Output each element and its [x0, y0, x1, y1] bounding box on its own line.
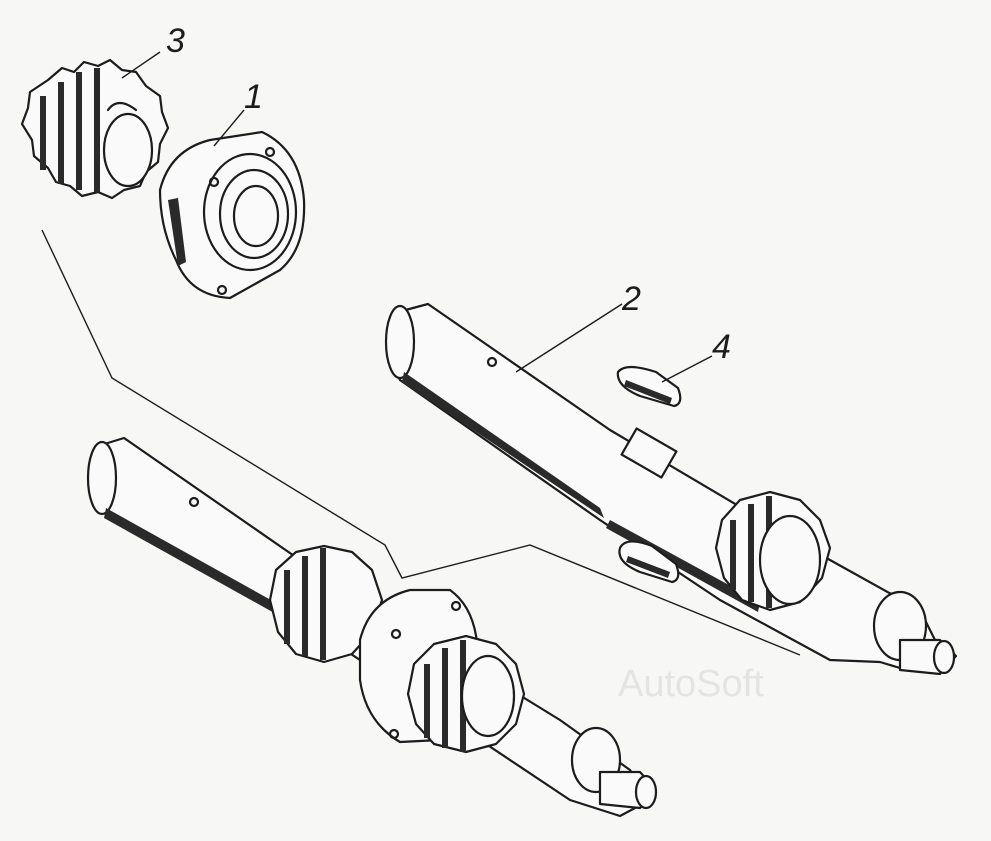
leader-line-1: [213, 109, 245, 147]
key-part-4-second: [618, 540, 680, 584]
leader-line-2: [515, 303, 623, 373]
leader-line-4: [661, 355, 713, 383]
watermark: AutoSoft: [618, 663, 764, 705]
callout-1: 1: [244, 78, 263, 116]
gear-part-3: [20, 58, 170, 200]
leader-lines: [121, 51, 713, 383]
assembly-lines: [41, 229, 801, 656]
upper-shaft-part-2: [384, 302, 958, 676]
callout-2: 2: [621, 280, 641, 318]
callout-3: 3: [166, 22, 185, 60]
key-part-4: [616, 365, 682, 408]
callout-4: 4: [712, 328, 731, 366]
flange-part-1: [158, 130, 306, 300]
lower-shaft-assembly: [86, 436, 658, 818]
assembly-guide-line: [41, 229, 801, 656]
leader-line-3: [121, 51, 161, 79]
